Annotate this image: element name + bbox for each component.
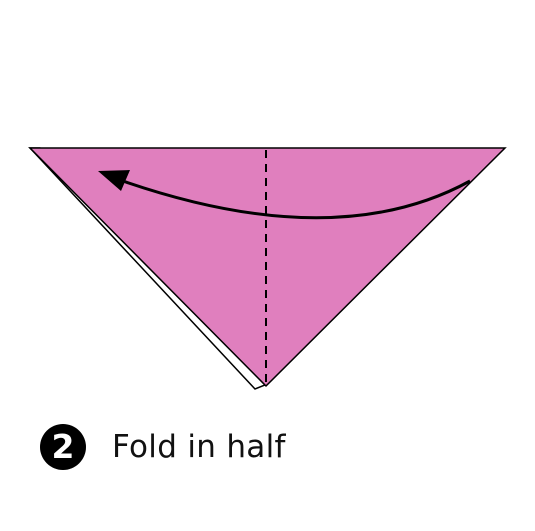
step-instruction: Fold in half [112,429,286,465]
fold-arrow-curve [119,178,471,220]
step-caption: 2 Fold in half [40,422,286,472]
fold-arrow-head-icon [98,170,130,191]
paper-triangle [28,147,507,388]
step-number-badge: 2 [40,424,86,470]
